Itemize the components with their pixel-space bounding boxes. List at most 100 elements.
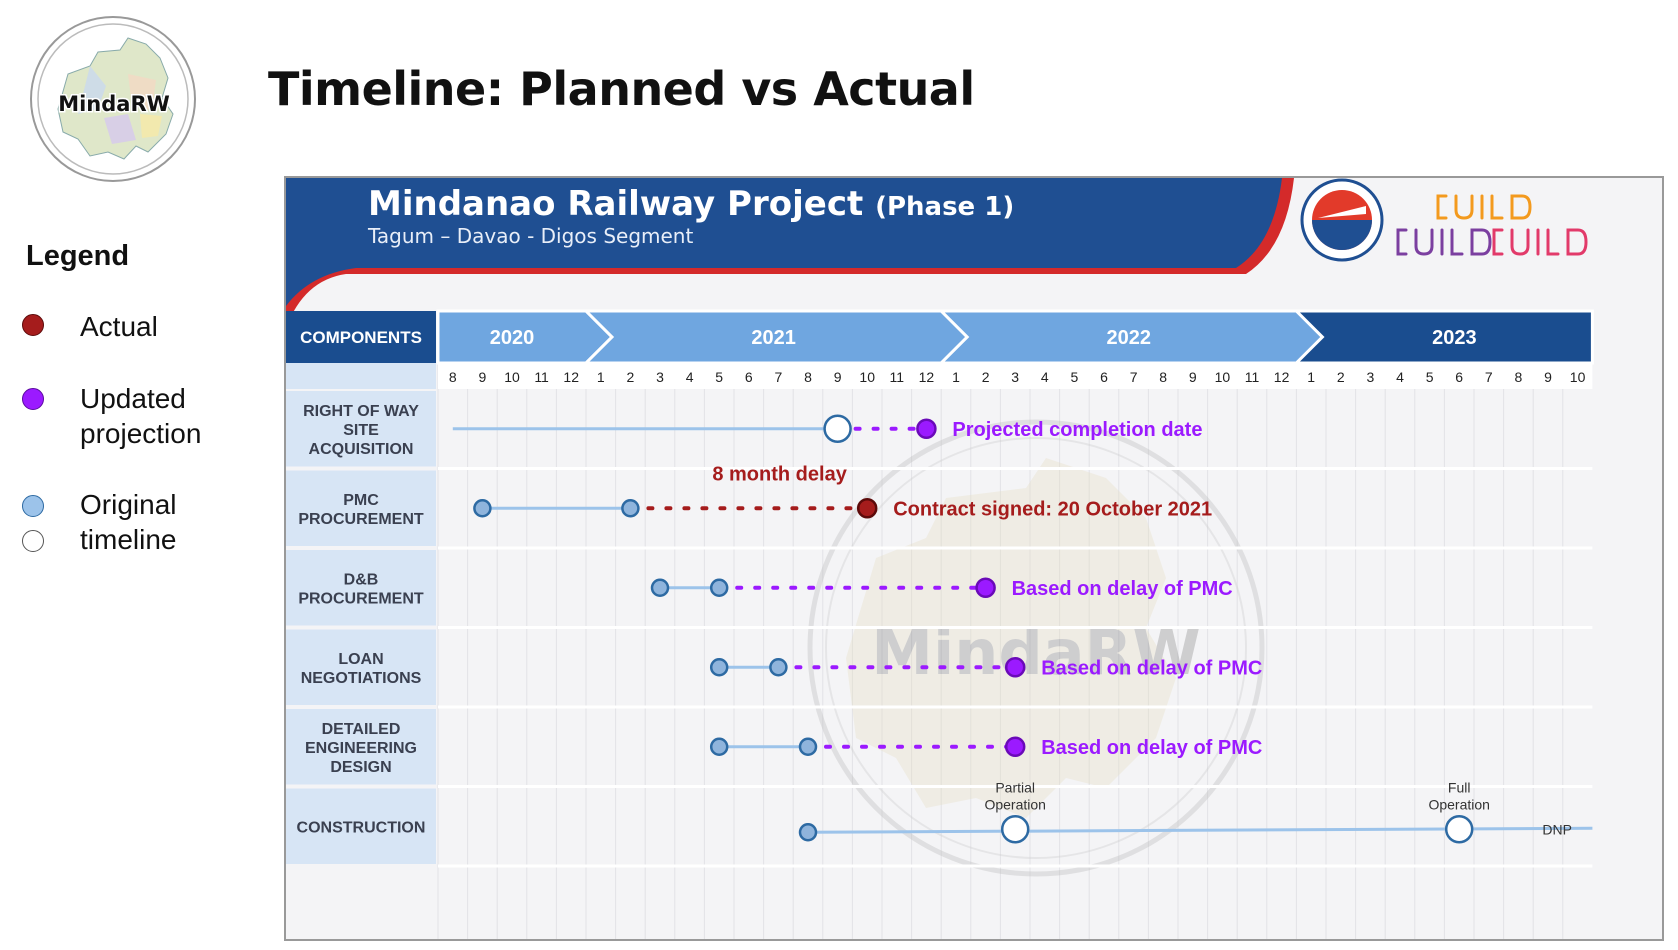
- loan-negotiations-revised-dot: [1004, 657, 1026, 678]
- row-label: ACQUISITION: [309, 441, 414, 458]
- month-tick: 10: [859, 369, 875, 385]
- pmc-procurement-revised-dot: [856, 498, 878, 519]
- row-label: RIGHT OF WAY: [303, 403, 419, 420]
- row-label: PROCUREMENT: [298, 511, 424, 528]
- year-label-2022: 2022: [1107, 327, 1152, 349]
- month-tick: 5: [1426, 369, 1434, 385]
- row-label-bg: [286, 709, 436, 785]
- legend-original-filled-dot: [22, 495, 44, 517]
- project-subtitle: Tagum – Davao - Digos Segment: [368, 224, 694, 248]
- legend-projection-dot: [22, 388, 44, 410]
- row-label-bg: [286, 629, 436, 705]
- slide-title: Timeline: Planned vs Actual: [268, 62, 975, 116]
- d-b-procurement-revised-dot: [975, 577, 996, 598]
- month-tick: 6: [745, 369, 753, 385]
- month-tick: 5: [715, 369, 723, 385]
- detailed-engineering-design-revised-dot: [1004, 736, 1026, 757]
- row-label: D&B: [344, 571, 379, 588]
- month-tick: 12: [563, 369, 579, 385]
- build-build-build-logo: [1396, 194, 1588, 256]
- d-b-procurement-planned-end-dot: [709, 578, 729, 597]
- month-tick: 7: [1130, 369, 1138, 385]
- month-tick: 1: [952, 369, 960, 385]
- project-title-main: Mindanao Railway Project: [368, 184, 864, 224]
- detailed-engineering-design-annotation: Based on delay of PMC: [1041, 737, 1262, 759]
- pmc-procurement-planned-start-dot: [473, 499, 492, 518]
- milestone-label: Partial: [995, 779, 1035, 795]
- watermark-inner-ring: [825, 437, 1247, 859]
- tick-band-bg: [438, 363, 1593, 389]
- banner-background: [286, 178, 1282, 306]
- month-tick: 8: [1515, 369, 1523, 385]
- month-tick: 9: [834, 369, 842, 385]
- month-tick: 1: [597, 369, 605, 385]
- row-label: SITE: [343, 422, 379, 439]
- row-label: ENGINEERING: [305, 740, 417, 757]
- dnp-label: DNP: [1542, 821, 1572, 837]
- month-tick: 8: [804, 369, 812, 385]
- detailed-engineering-design-planned-start-dot: [709, 737, 729, 756]
- month-tick: 7: [1485, 369, 1493, 385]
- month-tick: 6: [1100, 369, 1108, 385]
- legend-projection-label: Updated projection: [80, 383, 202, 449]
- month-tick: 12: [919, 369, 935, 385]
- month-tick: 8: [449, 369, 457, 385]
- right-of-way-site-acquisition-planned-end-dot: [823, 414, 852, 443]
- month-tick: 3: [1011, 369, 1019, 385]
- milestone-label: Operation: [984, 796, 1045, 812]
- milestone-dot: [1000, 815, 1030, 844]
- pmc-procurement-annotation: Contract signed: 20 October 2021: [893, 498, 1212, 520]
- year-label-2021: 2021: [751, 327, 796, 349]
- legend-title: Legend: [26, 240, 130, 272]
- month-tick: 7: [775, 369, 783, 385]
- milestone-label: Full: [1448, 779, 1471, 795]
- row-label: LOAN: [338, 651, 383, 668]
- legend-original-hollow-dot: [22, 530, 44, 552]
- month-tick: 2: [1337, 369, 1345, 385]
- d-b-procurement-planned-start-dot: [650, 578, 670, 597]
- logo-text: MindaRW: [58, 92, 170, 116]
- milestone-dot: [1444, 815, 1474, 844]
- month-tick: 9: [479, 369, 487, 385]
- right-of-way-site-acquisition-annotation: Projected completion date: [952, 419, 1202, 441]
- row-label: PMC: [343, 492, 379, 509]
- row-label-bg: [286, 788, 436, 864]
- row-label: NEGOTIATIONS: [301, 670, 422, 687]
- row-label-bg: [286, 470, 436, 546]
- month-tick: 11: [1245, 369, 1260, 385]
- month-tick: 3: [1367, 369, 1375, 385]
- month-tick: 10: [1570, 369, 1586, 385]
- mindarw-logo: MindaRW: [30, 16, 196, 182]
- month-tick: 3: [656, 369, 664, 385]
- components-header: COMPONENTS: [300, 328, 422, 347]
- row-label-bg: [286, 550, 436, 626]
- month-tick: 11: [534, 369, 549, 385]
- tick-band-label-bg: [286, 363, 436, 389]
- month-tick: 11: [890, 369, 905, 385]
- month-tick: 2: [982, 369, 990, 385]
- milestone-label: Operation: [1428, 796, 1489, 812]
- row-label: DESIGN: [330, 759, 391, 776]
- loan-negotiations-planned-start-dot: [709, 658, 729, 677]
- row-label-bg: [286, 391, 436, 467]
- month-tick: 4: [686, 369, 694, 385]
- month-tick: 4: [1041, 369, 1049, 385]
- watermark-ring: [807, 419, 1265, 877]
- loan-negotiations-planned-end-dot: [769, 658, 788, 677]
- month-tick: 10: [504, 369, 520, 385]
- construction-planned-bar: [807, 826, 1593, 834]
- delay-note: 8 month delay: [712, 464, 847, 486]
- year-label-2020: 2020: [490, 327, 535, 349]
- month-tick: 5: [1071, 369, 1079, 385]
- month-tick: 2: [627, 369, 635, 385]
- legend-original-label: Original timeline: [80, 489, 177, 555]
- month-tick: 9: [1189, 369, 1197, 385]
- month-tick: 10: [1215, 369, 1231, 385]
- month-tick: 8: [1159, 369, 1167, 385]
- pmc-procurement-planned-end-dot: [621, 499, 640, 518]
- month-tick: 6: [1455, 369, 1463, 385]
- dotr-seal-icon: [1300, 178, 1384, 262]
- components-header-bg: [286, 311, 436, 363]
- construction-start-dot: [798, 823, 818, 842]
